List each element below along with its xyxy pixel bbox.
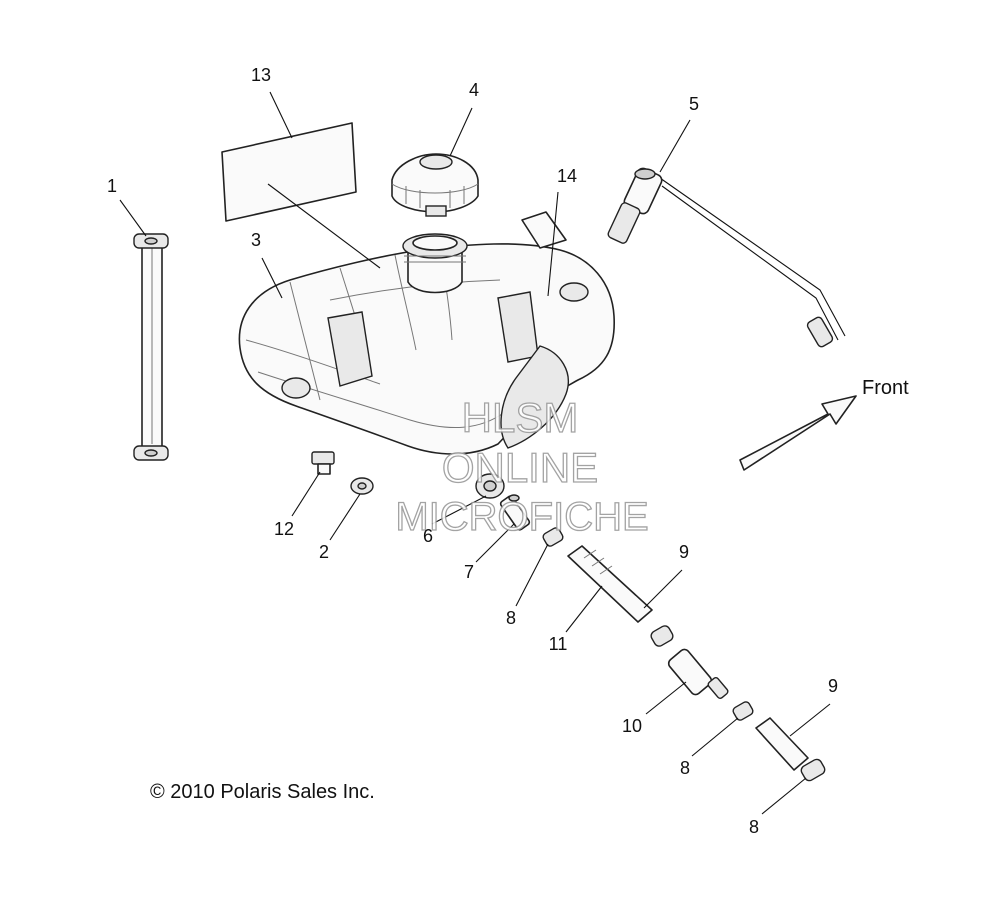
- callout-c14: 14: [557, 166, 577, 186]
- hose-11: [567, 545, 653, 623]
- clamp-9-upper: [650, 625, 674, 647]
- hose-9: [755, 717, 809, 771]
- callout-c9b: 9: [828, 676, 838, 696]
- front-arrow: [739, 395, 857, 471]
- callout-c7: 7: [464, 562, 474, 582]
- callout-c10: 10: [622, 716, 642, 736]
- callout-c2: 2: [319, 542, 329, 562]
- clamp-8b: [732, 701, 754, 721]
- callout-c11: 11: [549, 634, 568, 654]
- gasket-14: [521, 211, 567, 249]
- clamp-8c: [800, 758, 826, 782]
- decal-13: [221, 122, 357, 222]
- bolt-12: [311, 451, 335, 475]
- copyright-notice: © 2010 Polaris Sales Inc.: [150, 781, 375, 803]
- fuel-cap-4: [391, 153, 479, 217]
- sender-5: [607, 167, 846, 348]
- callout-c1: 1: [107, 176, 117, 196]
- callout-c3: 3: [251, 230, 261, 250]
- front-label: Front: [862, 377, 909, 399]
- clamp-8a: [542, 527, 564, 547]
- callout-c8c: 8: [749, 817, 759, 837]
- callout-c5: 5: [689, 94, 699, 114]
- strap-1: [133, 233, 169, 461]
- callout-c4: 4: [469, 80, 479, 100]
- callout-c13: 13: [251, 65, 271, 85]
- filter-10: [667, 648, 729, 699]
- watermark: HLSM ONLINE MICROFICHE: [395, 393, 650, 539]
- watermark-line-1: HLSM: [462, 394, 579, 441]
- callout-c8a: 8: [506, 608, 516, 628]
- washer-2: [350, 477, 374, 495]
- leader-lines: [119, 91, 831, 815]
- watermark-line-2: ONLINE: [442, 444, 598, 491]
- callout-c6: 6: [423, 526, 433, 546]
- callout-c12: 12: [274, 519, 294, 539]
- fitting-7: [499, 494, 531, 531]
- grommet-6: [475, 473, 505, 499]
- watermark-line-3: MICROFICHE: [395, 495, 648, 539]
- callout-c9a: 9: [679, 542, 689, 562]
- callout-c8b: 8: [680, 758, 690, 778]
- fuel-tank-3: [238, 233, 615, 455]
